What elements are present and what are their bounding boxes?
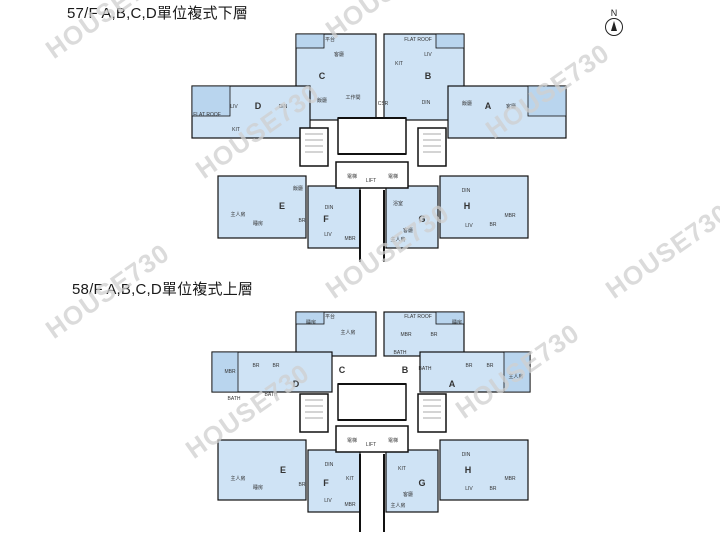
svg-text:DIN: DIN xyxy=(422,100,431,106)
svg-text:BATH: BATH xyxy=(265,392,278,398)
svg-text:BR: BR xyxy=(253,363,260,369)
svg-text:BR: BR xyxy=(273,363,280,369)
svg-text:飯廳: 飯廳 xyxy=(317,97,327,104)
svg-text:DIN: DIN xyxy=(462,188,471,194)
lower-floor-plan: C B D A E F G H 平台 FLAT ROOF FLAT ROOF L… xyxy=(191,33,567,262)
svg-text:睡房: 睡房 xyxy=(452,319,462,326)
svg-text:C: C xyxy=(339,365,346,375)
svg-text:KIT: KIT xyxy=(232,127,240,133)
svg-text:E: E xyxy=(279,201,285,211)
svg-text:BR: BR xyxy=(487,363,494,369)
svg-text:LIFT: LIFT xyxy=(366,178,376,184)
svg-text:KIT: KIT xyxy=(395,61,403,67)
svg-text:B: B xyxy=(425,71,432,81)
upper-floor-plan-drawing: C B D A E F G H 平台 FLAT ROOF MBR BR MBR … xyxy=(211,311,531,532)
lbl-flatroof-b: FLAT ROOF xyxy=(404,37,432,43)
upper-floor-plan: C B D A E F G H 平台 FLAT ROOF MBR BR MBR … xyxy=(0,270,720,540)
svg-text:睡房: 睡房 xyxy=(253,220,263,227)
svg-text:F: F xyxy=(323,478,329,488)
svg-text:客廳: 客廳 xyxy=(334,51,344,58)
svg-text:LIV: LIV xyxy=(324,232,332,238)
svg-text:工作間: 工作間 xyxy=(345,94,360,101)
svg-text:FLAT ROOF: FLAT ROOF xyxy=(404,314,432,320)
svg-text:MBR: MBR xyxy=(344,236,356,242)
unit-h-lower xyxy=(439,175,529,239)
svg-text:LIV: LIV xyxy=(230,104,238,110)
svg-text:主人房: 主人房 xyxy=(340,329,355,336)
svg-text:飯廳: 飯廳 xyxy=(462,100,472,107)
svg-text:客廳: 客廳 xyxy=(403,491,413,498)
svg-text:主人房: 主人房 xyxy=(230,211,245,218)
svg-text:BR: BR xyxy=(431,332,438,338)
svg-text:BR: BR xyxy=(299,482,306,488)
svg-text:F: F xyxy=(323,214,329,224)
svg-text:A: A xyxy=(449,379,456,389)
svg-text:D: D xyxy=(293,379,300,389)
svg-text:LIV: LIV xyxy=(424,52,432,58)
svg-text:睡房: 睡房 xyxy=(253,484,263,491)
svg-text:LIV: LIV xyxy=(465,486,473,492)
upper-floor-title: 58/F A,B,C,D單位複式上層 xyxy=(72,281,254,298)
svg-text:BR: BR xyxy=(466,363,473,369)
svg-text:MBR: MBR xyxy=(504,213,516,219)
svg-text:KIT: KIT xyxy=(346,476,354,482)
svg-text:LIV: LIV xyxy=(324,498,332,504)
svg-text:主人房: 主人房 xyxy=(230,475,245,482)
svg-text:BR: BR xyxy=(490,222,497,228)
svg-text:BATH: BATH xyxy=(394,350,407,356)
svg-text:主人房: 主人房 xyxy=(508,373,523,380)
svg-text:DIN: DIN xyxy=(325,205,334,211)
svg-text:KIT: KIT xyxy=(398,466,406,472)
svg-text:MBR: MBR xyxy=(504,476,516,482)
svg-text:客廳: 客廳 xyxy=(506,103,516,110)
svg-text:LIFT: LIFT xyxy=(366,442,376,448)
lower-floor-title: 57/F A,B,C,D單位複式下層 xyxy=(67,5,249,22)
svg-text:電梯: 電梯 xyxy=(388,173,398,180)
svg-text:G: G xyxy=(418,214,425,224)
lower-floor-plan-drawing: C B D A E F G H 平台 FLAT ROOF FLAT ROOF L… xyxy=(191,33,567,262)
unit-e-lower xyxy=(217,175,307,239)
svg-text:飯廳: 飯廳 xyxy=(293,185,303,192)
svg-text:主人房: 主人房 xyxy=(390,236,405,243)
svg-text:BR: BR xyxy=(299,218,306,224)
north-compass: N xyxy=(603,8,625,38)
svg-text:MBR: MBR xyxy=(400,332,412,338)
svg-text:DIN: DIN xyxy=(462,452,471,458)
svg-text:CSR: CSR xyxy=(378,101,389,107)
svg-text:MBR: MBR xyxy=(344,502,356,508)
svg-text:電梯: 電梯 xyxy=(388,437,398,444)
unit-g-lower xyxy=(385,185,439,249)
svg-text:睡房: 睡房 xyxy=(306,319,316,326)
svg-text:主人房: 主人房 xyxy=(390,502,405,509)
svg-text:C: C xyxy=(319,71,326,81)
svg-text:E: E xyxy=(280,465,286,475)
svg-text:LIV: LIV xyxy=(465,223,473,229)
svg-text:A: A xyxy=(485,101,492,111)
svg-text:平台: 平台 xyxy=(325,313,335,320)
svg-text:H: H xyxy=(464,201,471,211)
north-arrow-icon xyxy=(605,18,623,36)
north-letter: N xyxy=(610,8,618,18)
svg-text:G: G xyxy=(418,478,425,488)
svg-text:B: B xyxy=(402,365,409,375)
svg-text:浴室: 浴室 xyxy=(393,200,403,207)
lbl-flatroof-d: FLAT ROOF xyxy=(193,112,221,118)
svg-text:H: H xyxy=(465,465,472,475)
svg-text:MBR: MBR xyxy=(224,369,236,375)
svg-text:DIN: DIN xyxy=(279,104,288,110)
svg-text:電梯: 電梯 xyxy=(347,173,357,180)
lbl-platform-c: 平台 xyxy=(325,36,335,43)
svg-text:客廳: 客廳 xyxy=(403,227,413,234)
svg-text:電梯: 電梯 xyxy=(347,437,357,444)
svg-text:D: D xyxy=(255,101,262,111)
svg-text:DIN: DIN xyxy=(325,462,334,468)
svg-text:BATH: BATH xyxy=(419,366,432,372)
svg-text:BR: BR xyxy=(490,486,497,492)
svg-text:BATH: BATH xyxy=(228,396,241,402)
